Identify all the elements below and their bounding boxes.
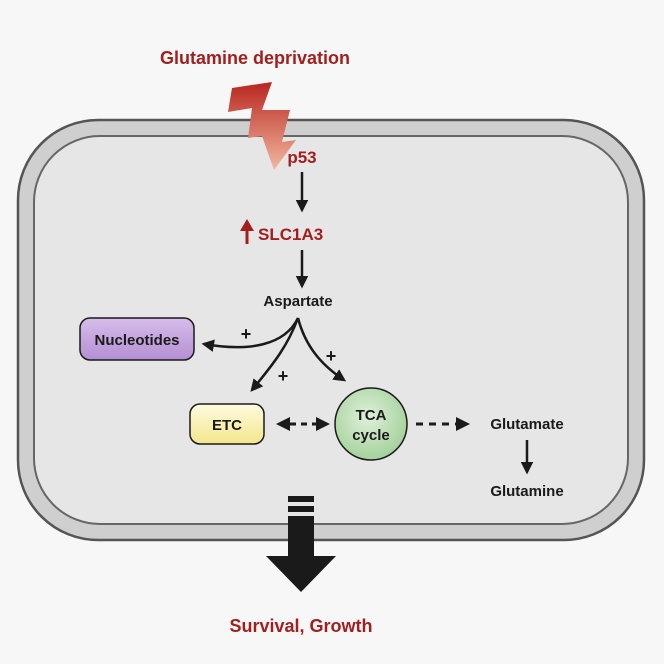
- etc-label: ETC: [212, 417, 242, 434]
- aspartate-to-tca-arrow: [296, 317, 347, 382]
- plus-sign-etc: +: [278, 366, 289, 386]
- survival-growth-label: Survival, Growth: [229, 616, 372, 636]
- output-arrow-icon: [266, 496, 336, 592]
- glutamine-label: Glutamine: [490, 483, 563, 500]
- etc-tca-exchange-arrow: [276, 417, 330, 431]
- plus-sign-nucleotides: +: [241, 324, 252, 344]
- plus-sign-tca: +: [326, 346, 337, 366]
- tca-to-glutamate-arrow: [416, 417, 470, 431]
- aspartate-label: Aspartate: [263, 293, 332, 310]
- glutamine-deprivation-label: Glutamine deprivation: [160, 48, 350, 68]
- cycle-label: cycle: [352, 427, 390, 444]
- slc1a3-label: SLC1A3: [258, 225, 323, 244]
- glutamate-label: Glutamate: [490, 416, 563, 433]
- aspartate-to-etc-arrow: [250, 317, 300, 392]
- cell-inner-membrane: [33, 135, 629, 525]
- tca-label: TCA: [356, 407, 387, 424]
- nucleotides-box: [79, 317, 195, 361]
- aspartate-to-nucleotides-arrow: [201, 317, 300, 352]
- upregulation-arrow-icon: [240, 219, 254, 244]
- tca-cycle-node: [334, 387, 408, 461]
- lightning-bolt-icon: [228, 82, 296, 170]
- etc-box: [189, 403, 265, 445]
- nucleotides-label: Nucleotides: [94, 332, 179, 349]
- p53-label: p53: [287, 148, 316, 167]
